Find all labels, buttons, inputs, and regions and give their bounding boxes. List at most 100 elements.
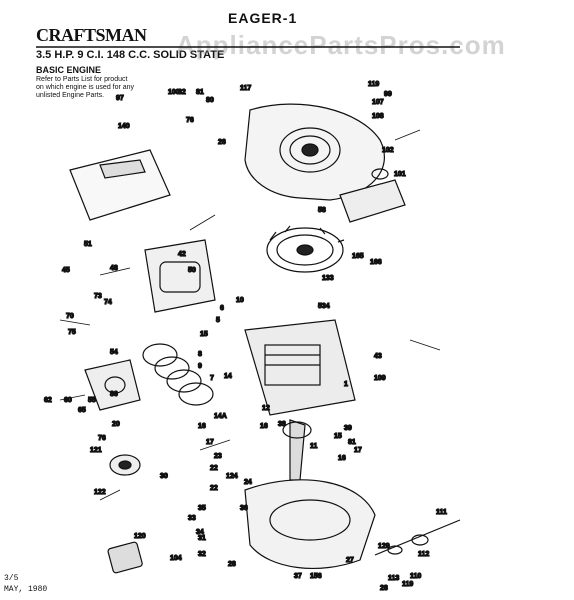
part-label-140: 140 [118,123,130,130]
leader-lines [59,129,441,501]
part-label-33: 33 [188,515,196,522]
muffler [107,541,143,574]
part-label-23: 23 [214,453,222,460]
part-label-119: 119 [402,581,413,588]
part-label-104: 104 [170,555,182,562]
part-label-102: 102 [382,147,394,154]
part-label-129: 129 [378,543,390,550]
carburetor [84,359,141,411]
part-label-74: 74 [104,299,112,306]
part-label-28: 28 [228,561,236,568]
part-label-42: 42 [178,251,186,258]
engine-spec-line: 3.5 H.P. 9 C.I. 148 C.C. SOLID STATE [36,49,225,61]
part-label-80: 80 [206,97,214,104]
engine-base [244,479,376,569]
part-label-109: 109 [374,375,386,382]
part-label-16: 16 [338,455,346,462]
part-label-38: 38 [278,421,286,428]
section-title: BASIC ENGINE [36,65,102,75]
part-label-10: 10 [236,297,244,304]
flywheel [266,225,345,273]
control-shaft [374,519,461,556]
part-label-156: 156 [310,573,322,580]
part-label-7: 7 [210,375,214,382]
part-label-101: 101 [394,171,406,178]
footer-date: MAY, 1980 [4,585,48,594]
part-label-16: 16 [260,423,268,430]
part-label-75: 75 [68,329,76,336]
part-label-166: 166 [370,259,382,266]
part-label-117: 117 [240,85,251,92]
brand-title: CRAFTSMAN [36,25,147,45]
part-label-100: 100 [168,89,180,96]
part-label-16: 16 [198,423,206,430]
cylinder-block [244,319,356,416]
part-label-111: 111 [436,509,447,516]
part-label-76: 76 [98,435,106,442]
part-label-65: 65 [78,407,86,414]
part-label-110: 110 [410,573,421,580]
part-label-35: 35 [198,505,206,512]
part-label-534: 534 [318,303,330,310]
part-label-50: 50 [188,267,196,274]
part-label-62: 62 [44,397,52,404]
part-label-45: 45 [62,267,70,274]
part-label-5: 5 [216,317,220,324]
part-label-6: 6 [220,305,224,312]
part-label-30: 30 [160,473,168,480]
part-label-37: 37 [294,573,302,580]
part-label-86: 86 [110,391,118,398]
part-label-11: 11 [310,443,318,450]
piston-rings [142,343,214,406]
part-label-82: 82 [178,89,186,96]
part-label-121: 121 [90,447,102,454]
watermark: AppliancePartsPros.com [176,30,506,60]
part-label-15: 15 [200,331,208,338]
part-label-70: 70 [66,313,74,320]
part-label-119: 119 [368,81,379,88]
part-label-15: 15 [334,433,342,440]
crankshaft [282,419,312,481]
part-label-113: 113 [388,575,399,582]
blower-housing [244,103,385,201]
part-label-34: 34 [196,529,204,536]
part-label-99: 99 [384,91,392,98]
part-label-107: 107 [372,99,384,106]
part-label-76: 76 [186,117,194,124]
part-label-14A: 14A [214,413,227,420]
part-label-14: 14 [224,373,232,380]
part-label-9: 9 [198,363,202,370]
fuel-tank [339,168,406,223]
part-label-22: 22 [210,465,218,472]
part-label-97: 97 [116,95,124,102]
part-label-112: 112 [418,551,429,558]
part-label-26: 26 [218,139,226,146]
part-label-8: 8 [198,351,202,358]
parts-list-note: Refer to Parts List for product on which… [36,76,135,99]
part-label-24: 24 [244,479,252,486]
part-label-43: 43 [374,353,382,360]
footer-code: 3/5 [4,574,19,583]
part-label-73: 73 [94,293,102,300]
part-label-27: 27 [346,557,354,564]
part-label-165: 165 [352,253,364,260]
part-label-39: 39 [344,425,352,432]
part-label-55: 55 [88,397,96,404]
part-label-20: 20 [112,421,120,428]
part-label-120: 120 [134,533,146,540]
part-label-1: 1 [344,381,348,388]
part-label-36: 36 [240,505,248,512]
part-label-81: 81 [348,439,356,446]
part-label-81: 81 [196,89,204,96]
part-label-122: 122 [94,489,106,496]
engine-carton [69,149,171,221]
part-label-17: 17 [354,447,362,454]
part-label-12: 12 [262,405,270,412]
part-label-51: 51 [84,241,92,248]
part-label-31: 31 [198,535,206,542]
part-label-133: 133 [322,275,334,282]
page-label: EAGER-1 [228,10,298,26]
